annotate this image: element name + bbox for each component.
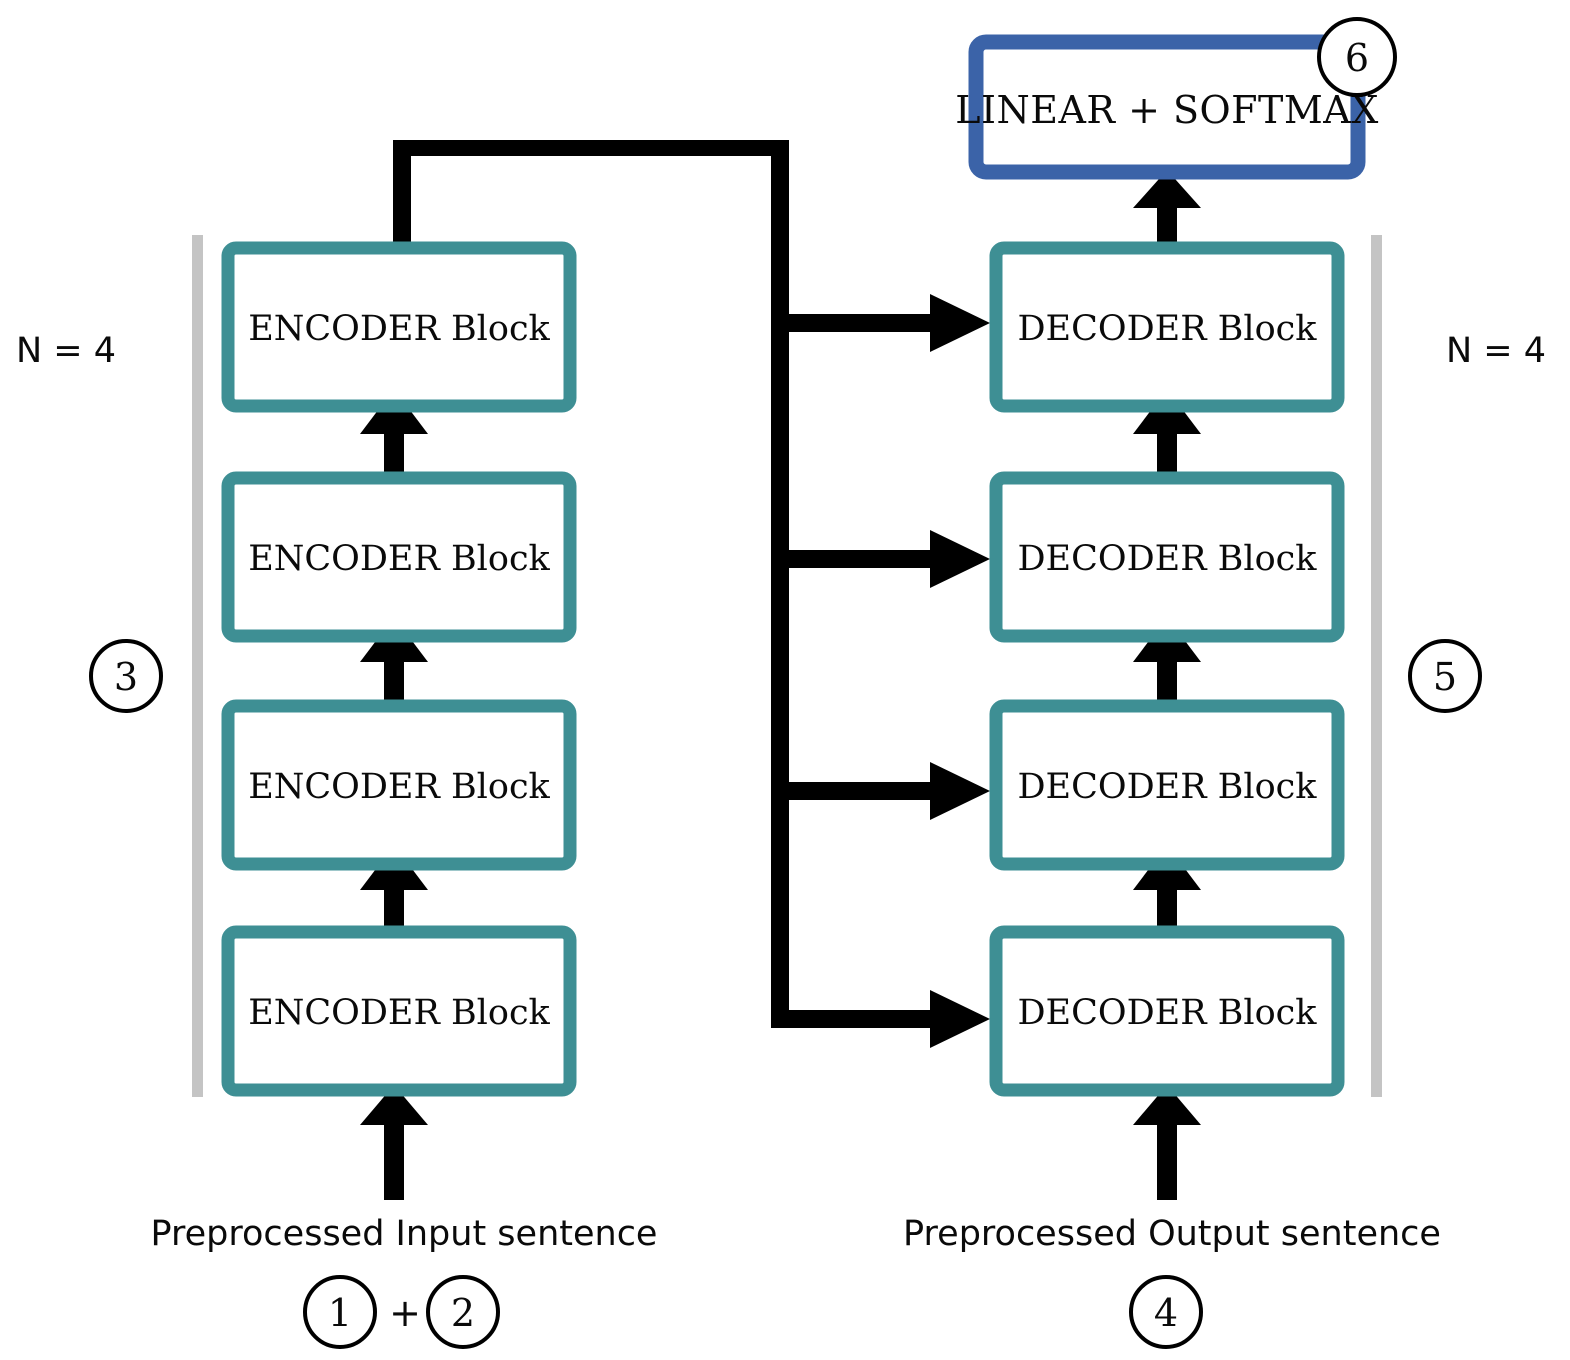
encoder-block-2[interactable]: ENCODER Block: [221, 471, 577, 643]
badge-5: 5: [1408, 639, 1482, 713]
badge-3: 3: [89, 639, 163, 713]
bus-arrow-to-decoder-1: [785, 294, 990, 352]
encoder-input-caption: Preprocessed Input sentence: [151, 1214, 658, 1254]
decoder-block-2[interactable]: DECODER Block: [989, 471, 1345, 643]
badge-5-number: 5: [1433, 655, 1457, 699]
badge-6-number: 6: [1345, 36, 1369, 80]
bus-arrow-to-decoder-2: [785, 530, 990, 588]
linear-softmax-label: LINEAR + SOFTMAX: [955, 88, 1379, 132]
badge-1: 1: [303, 1275, 377, 1349]
decoder-block-4[interactable]: DECODER Block: [989, 925, 1345, 1097]
encoder-block-4[interactable]: ENCODER Block: [221, 925, 577, 1097]
encoder-stack-count-label: N = 4: [16, 331, 116, 371]
linear-softmax-block[interactable]: LINEAR + SOFTMAX: [955, 34, 1379, 180]
input-badge-operator: +: [389, 1291, 421, 1335]
decoder-to-linear-arrow: [1133, 170, 1201, 256]
decoder-block-3[interactable]: DECODER Block: [989, 699, 1345, 871]
decoder-block-4-label: DECODER Block: [1018, 993, 1318, 1033]
decoder-block-3-label: DECODER Block: [1018, 767, 1318, 807]
badge-2: 2: [426, 1275, 500, 1349]
bus-arrow-to-decoder-3: [785, 762, 990, 820]
bus-arrow-to-decoder-4: [785, 990, 990, 1048]
encoder-input-arrow: [360, 1085, 428, 1200]
badge-6: 6: [1317, 17, 1397, 97]
badge-1-number: 1: [328, 1291, 352, 1335]
badge-4-number: 4: [1154, 1291, 1178, 1335]
badge-2-number: 2: [451, 1291, 475, 1335]
decoder-stack-count-label: N = 4: [1446, 331, 1546, 371]
encoder-block-1[interactable]: ENCODER Block: [221, 241, 577, 413]
decoder-block-1-label: DECODER Block: [1018, 309, 1318, 349]
decoder-input-caption: Preprocessed Output sentence: [903, 1214, 1441, 1254]
encoder-block-1-label: ENCODER Block: [248, 309, 550, 349]
decoder-stack-bar: [1371, 235, 1382, 1097]
encoder-stack-bar: [192, 235, 203, 1097]
encoder-block-4-label: ENCODER Block: [248, 993, 550, 1033]
encoder-block-2-label: ENCODER Block: [248, 539, 550, 579]
badge-4: 4: [1129, 1275, 1203, 1349]
encoder-block-3[interactable]: ENCODER Block: [221, 699, 577, 871]
decoder-block-1[interactable]: DECODER Block: [989, 241, 1345, 413]
decoder-input-arrow: [1133, 1085, 1201, 1200]
encoder-block-3-label: ENCODER Block: [248, 767, 550, 807]
badge-3-number: 3: [114, 655, 138, 699]
decoder-block-2-label: DECODER Block: [1018, 539, 1318, 579]
